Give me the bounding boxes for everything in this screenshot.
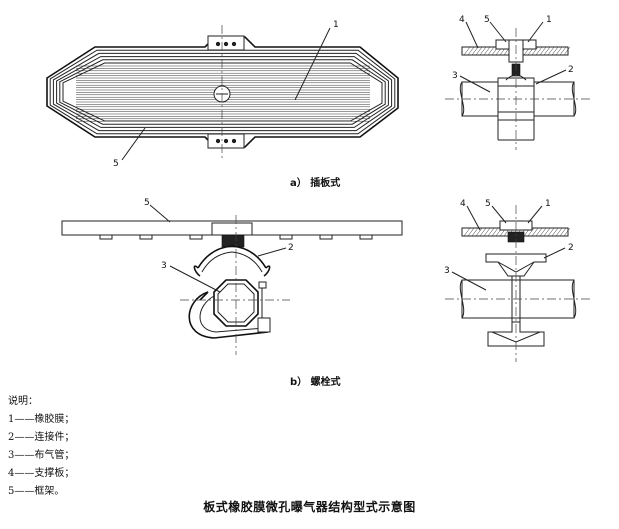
figure-title: 板式橡胶膜微孔曝气器结构型式示意图 bbox=[203, 500, 416, 514]
callout-1: 1 bbox=[546, 15, 552, 25]
legend-item: 2——连接件； bbox=[8, 432, 75, 443]
plug-type-section-view: 4 5 1 3 2 bbox=[445, 15, 592, 150]
legend-heading: 说明： bbox=[8, 396, 38, 407]
callout-5: 5 bbox=[113, 159, 119, 169]
air-pipe-section bbox=[213, 279, 259, 327]
callout-5: 5 bbox=[484, 15, 490, 25]
callout-2: 2 bbox=[568, 65, 574, 75]
callout-1: 1 bbox=[333, 20, 339, 30]
legend: 说明： 1——橡胶膜； 2——连接件； 3——布气管； 4——支撑板； 5——框… bbox=[8, 393, 74, 501]
callout-2: 2 bbox=[568, 243, 574, 253]
callout-2: 2 bbox=[288, 243, 294, 253]
legend-item: 3——布气管； bbox=[8, 450, 75, 461]
callout-3: 3 bbox=[452, 71, 458, 81]
callout-5: 5 bbox=[144, 198, 150, 208]
callout-3: 3 bbox=[444, 266, 450, 276]
bolt-type-side-view: 5 2 3 bbox=[61, 198, 403, 355]
callout-4: 4 bbox=[460, 199, 466, 209]
callout-3: 3 bbox=[161, 261, 167, 271]
callout-4: 4 bbox=[459, 15, 465, 25]
caption-a: a） 插板式 bbox=[290, 176, 340, 189]
bolt-type-section-view: 4 5 1 2 3 bbox=[444, 199, 592, 362]
callout-5: 5 bbox=[485, 199, 491, 209]
plug-type-top-view: 1 5 bbox=[46, 20, 399, 169]
caption-b: b） 螺栓式 bbox=[290, 375, 341, 388]
callout-1: 1 bbox=[545, 199, 551, 209]
legend-item: 1——橡胶膜； bbox=[8, 414, 75, 425]
legend-item: 4——支撑板； bbox=[8, 468, 75, 479]
legend-item: 5——框架。 bbox=[8, 486, 65, 497]
